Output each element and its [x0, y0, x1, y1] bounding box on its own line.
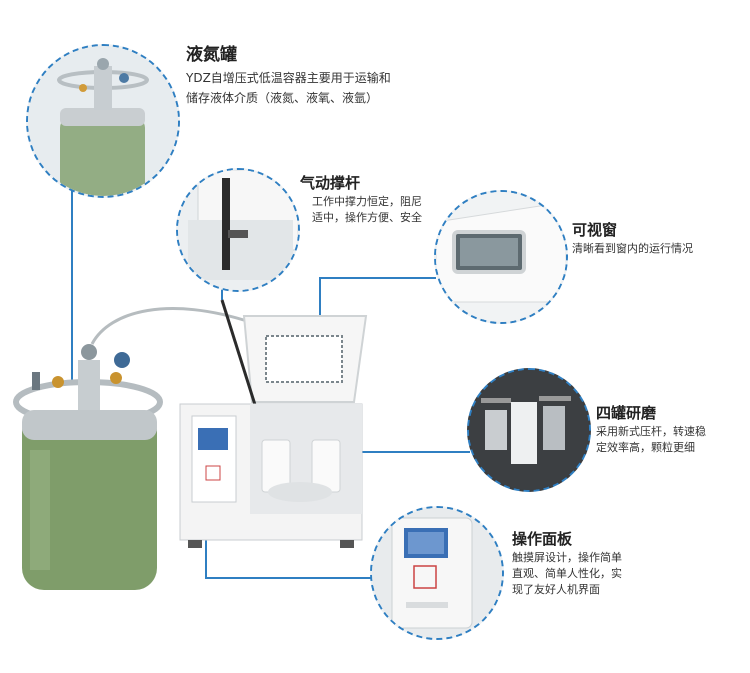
panel-desc-line3: 现了友好人机界面 — [512, 583, 600, 596]
jars-illustration — [469, 370, 589, 490]
four-jar-title: 四罐研磨 — [596, 404, 657, 422]
gas-strut-desc-line2: 适中，操作方便、安全 — [312, 211, 422, 224]
four-jar-desc-line1: 采用新式压杆，转速稳 — [596, 425, 706, 438]
panel-desc-line1: 触摸屏设计，操作简单 — [512, 551, 622, 564]
ln2-tank-desc-line2: 储存液体介质（液氮、液氧、液氩） — [186, 91, 379, 105]
window-zoom-circle — [434, 190, 568, 324]
panel-illustration — [372, 508, 502, 638]
gas-strut-desc-line1: 工作中撑力恒定，阻尼 — [312, 195, 422, 208]
ln2-tank-title: 液氮罐 — [186, 45, 237, 65]
four-jar-zoom-circle — [467, 368, 591, 492]
panel-title: 操作面板 — [512, 530, 573, 548]
panel-desc-line2: 直观、简单人性化，实 — [512, 567, 622, 580]
ln2-tank-desc-line1: YDZ自增压式低温容器主要用于运输和 — [186, 71, 391, 85]
tank-top-illustration — [28, 46, 178, 196]
window-illustration — [436, 192, 566, 322]
gas-strut-zoom-circle — [176, 168, 300, 292]
strut-illustration — [178, 170, 298, 290]
panel-zoom-circle — [370, 506, 504, 640]
four-jar-desc-line2: 定效率高，颗粒更细 — [596, 441, 695, 454]
ln2-tank-zoom-circle — [26, 44, 180, 198]
window-title: 可视窗 — [572, 221, 618, 239]
window-desc-line1: 清晰看到窗内的运行情况 — [572, 242, 693, 255]
gas-strut-title: 气动撑杆 — [300, 174, 361, 192]
